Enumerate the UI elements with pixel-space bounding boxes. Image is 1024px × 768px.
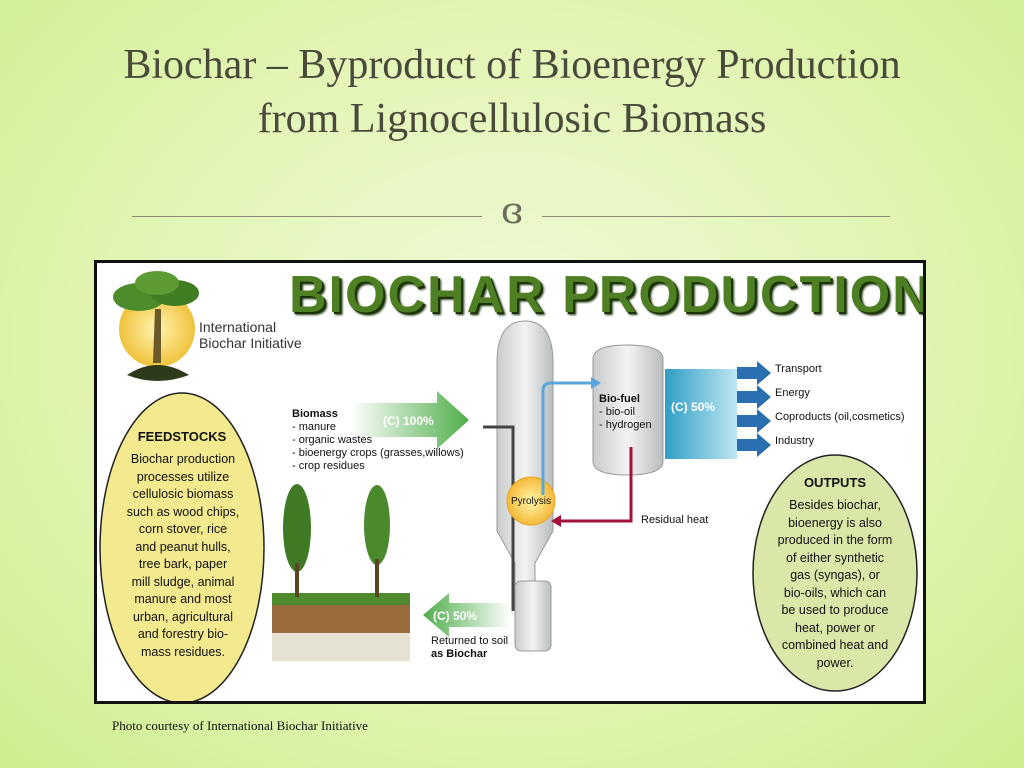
feedstocks-line: tree bark, paper (138, 557, 228, 571)
outputs-oval (752, 454, 918, 692)
biofuel-item: - hydrogen (599, 419, 652, 431)
photo-caption: Photo courtesy of International Biochar … (112, 718, 368, 733)
biomass-item: - manure (292, 421, 337, 433)
feedstocks-line: urban, agricultural (132, 609, 234, 624)
returned-line1: Returned to soil (431, 635, 509, 647)
feedstocks-line: such as wood chips, (126, 504, 240, 519)
biofuel-tank (592, 344, 664, 476)
arrow-soil-label: (C) 50% (433, 609, 478, 623)
feedstocks-line: Biochar production (130, 452, 236, 466)
biomass-item: - bioenergy crops (grasses,willows) (292, 447, 464, 459)
carbon-input-arrow (351, 391, 469, 449)
biomass-title: Biomass (292, 408, 338, 420)
ibi-logo (113, 271, 199, 381)
slide-title-line2: from Lignocellulosic Biomass (257, 96, 767, 142)
arrow-out-label: (C) 50% (671, 400, 716, 414)
title-divider-left (132, 216, 482, 217)
feedstocks-line: mill sludge, animal (131, 574, 235, 589)
outputs-line: gas (syngas), or (790, 568, 880, 582)
ornament-icon: ɞ (500, 191, 524, 232)
use-label: Coproducts (oil,cosmetics) (775, 411, 905, 423)
biochar-diagram: BIOCHAR PRODUCTION International Biochar… (94, 260, 926, 704)
residual-heat-label: Residual heat (641, 514, 709, 526)
outputs-line: combined heat and (781, 638, 889, 652)
slide-title: Biochar – Byproduct of Bioenergy Product… (0, 38, 1024, 146)
feedstocks-line: and forestry bio- (137, 627, 229, 641)
returned-line2: as Biochar (431, 648, 488, 660)
diagram-graphics (99, 271, 918, 701)
feedstocks-line: manure and most (134, 592, 232, 606)
diagram-heading: BIOCHAR PRODUCTION (289, 266, 926, 324)
outputs-title: OUTPUTS (803, 475, 867, 490)
biofuel-title: Bio-fuel (599, 393, 640, 405)
use-label: Transport (775, 363, 822, 375)
ibi-label-line1: International (199, 319, 277, 335)
outputs-text: Besides biochar, bioenergy is also produce… (755, 497, 915, 672)
carbon-output-arrow (665, 369, 737, 459)
outputs-line: be used to produce (781, 603, 889, 617)
feedstocks-line: cellulosic biomass (132, 487, 234, 501)
feedstocks-oval (99, 392, 265, 701)
feedstocks-line: corn stover, rice (138, 522, 228, 536)
outputs-line: power. (816, 655, 854, 670)
feedstocks-title: FEEDSTOCKS (137, 429, 227, 444)
outputs-line: bio-oils, which can (783, 585, 887, 600)
biofuel-item: - bio-oil (599, 406, 636, 418)
slide-title-line1: Biochar – Byproduct of Bioenergy Product… (123, 42, 901, 88)
feedstocks-line: processes utilize (136, 469, 230, 484)
outputs-line: heat, power or (795, 620, 875, 635)
feedstocks-text: Biochar production processes utilize cellu… (113, 451, 253, 661)
arrow-in-label: (C) 100% (383, 414, 434, 428)
soil-illustration (272, 484, 410, 661)
outputs-line: of either synthetic (786, 550, 884, 565)
vapor-arrow (541, 381, 591, 495)
title-divider-right (542, 216, 890, 217)
biomass-item: - crop residues (292, 460, 365, 472)
residual-heat-arrow (559, 447, 633, 523)
biofuel-list: Bio-fuel - bio-oil- hydrogen (599, 393, 652, 432)
ibi-label: International Biochar Initiative (199, 319, 302, 351)
feedstocks-line: mass residues. (140, 644, 226, 659)
outputs-line: bioenergy is also (788, 515, 882, 530)
use-label: Energy (775, 387, 810, 399)
returned-label: Returned to soil as Biochar (431, 635, 508, 661)
biomass-list: Biomass - manure- organic wastes- bioene… (292, 408, 464, 473)
biomass-item: - organic wastes (292, 434, 373, 446)
outputs-line: produced in the form (777, 533, 893, 547)
pyrolysis-label: Pyrolysis (511, 496, 552, 507)
use-label: Industry (775, 435, 815, 447)
outputs-line: Besides biochar, (789, 498, 881, 512)
biochar-return-arrow (423, 593, 511, 637)
feedstocks-line: and peanut hulls, (135, 539, 231, 554)
ibi-label-line2: Biochar Initiative (199, 335, 302, 351)
